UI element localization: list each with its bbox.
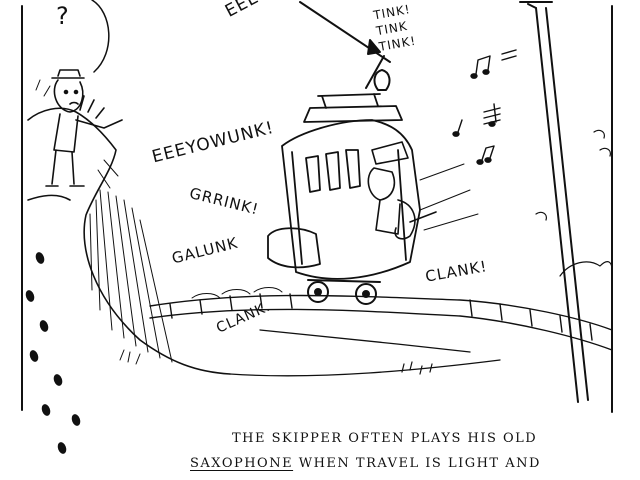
caption-underlined-word: SAXOPHONE xyxy=(190,456,294,471)
cliff xyxy=(27,95,231,375)
sfx-tink: TINK! TINK TINK! xyxy=(372,2,418,54)
speed-lines xyxy=(191,163,479,299)
moon xyxy=(91,0,110,73)
trolley-car xyxy=(267,93,421,280)
man-on-cliff xyxy=(45,69,123,187)
skipper-with-saxophone xyxy=(367,141,437,240)
panel-border xyxy=(21,5,613,413)
footprints xyxy=(25,252,81,454)
railroad-tracks xyxy=(149,293,613,351)
caption-line-1: THE SKIPPER OFTEN PLAYS HIS OLD xyxy=(232,431,538,446)
grass-tufts xyxy=(35,79,141,365)
caption-line-2: SAXOPHONE WHEN TRAVEL IS LIGHT AND xyxy=(190,456,541,471)
trolley-wheels xyxy=(307,279,381,305)
music-notes xyxy=(452,49,517,165)
telegraph-pole xyxy=(519,1,589,403)
question-mark: ? xyxy=(56,2,70,30)
trolley-pole xyxy=(299,1,391,91)
caption-line-2-rest: WHEN TRAVEL IS LIGHT AND xyxy=(293,456,541,471)
road xyxy=(229,329,501,377)
cliff-hatching xyxy=(89,159,173,363)
background-bushes xyxy=(401,129,613,375)
